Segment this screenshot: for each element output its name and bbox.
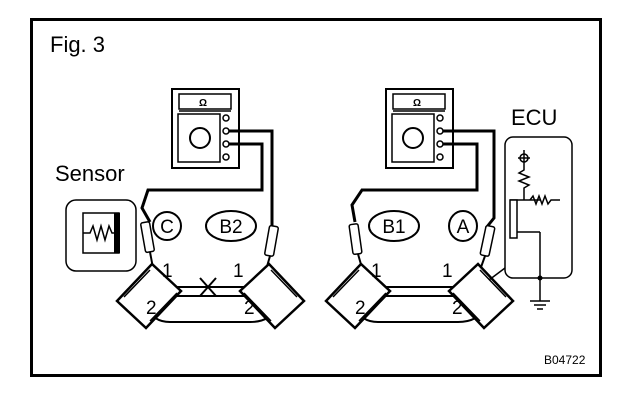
sensor-icon [65,199,137,272]
svg-text:C: C [160,217,174,238]
ecu-ic-icon [509,199,518,239]
pin-label: 2 [355,298,366,319]
ohm-symbol-left: Ω [199,98,207,109]
meter-lead-left-c [140,142,264,223]
connector-right-plug-b2 [238,262,306,330]
probe-b2 [264,224,279,271]
connector-id-a: A [448,210,478,242]
ecu-label: ECU [511,105,557,130]
meter-lead-right-b1 [350,142,479,223]
ecu-box [504,136,573,281]
sensor-label: Sensor [55,161,125,186]
open-circuit-mark [199,277,217,297]
series-resistor-icon [529,193,560,207]
pin-label: 2 [146,298,157,319]
connector-id-c: C [152,211,182,241]
pin-label: 1 [162,261,173,282]
ohmmeter-right: Ω [385,88,454,169]
pin-label: 2 [244,298,255,319]
meter-dial-icon [189,127,211,149]
svg-text:B2: B2 [219,217,242,238]
connector-left-plug [115,262,183,330]
harness-left [145,277,280,323]
ohmmeter-left: Ω [171,88,240,169]
pin-label: 2 [452,298,463,319]
connector-left-plug-b1 [324,262,392,330]
meter-dial-icon [402,127,424,149]
ohm-symbol-right: Ω [413,98,421,109]
probe-a [479,224,496,271]
connector-id-b2: B2 [205,210,257,242]
pin-label: 1 [371,261,382,282]
pin-label: 1 [233,261,244,282]
figure-frame [30,18,602,377]
meter-display [392,93,446,110]
pin-label: 1 [442,261,453,282]
meter-display [178,93,232,110]
connector-id-b1: B1 [368,210,420,242]
figure-title: Fig. 3 [50,32,105,57]
ecu-lead [488,267,506,281]
probe-b1 [348,223,363,269]
meter-lead-left-b2 [229,129,274,228]
svg-text:B1: B1 [382,217,405,238]
pullup-resistor-icon [516,166,532,193]
ground-icon [530,300,550,310]
connector-right-plug-a [447,262,515,330]
meter-lead-right-a [443,129,496,229]
figure-code: B04722 [544,353,586,367]
svg-text:A: A [457,217,470,238]
